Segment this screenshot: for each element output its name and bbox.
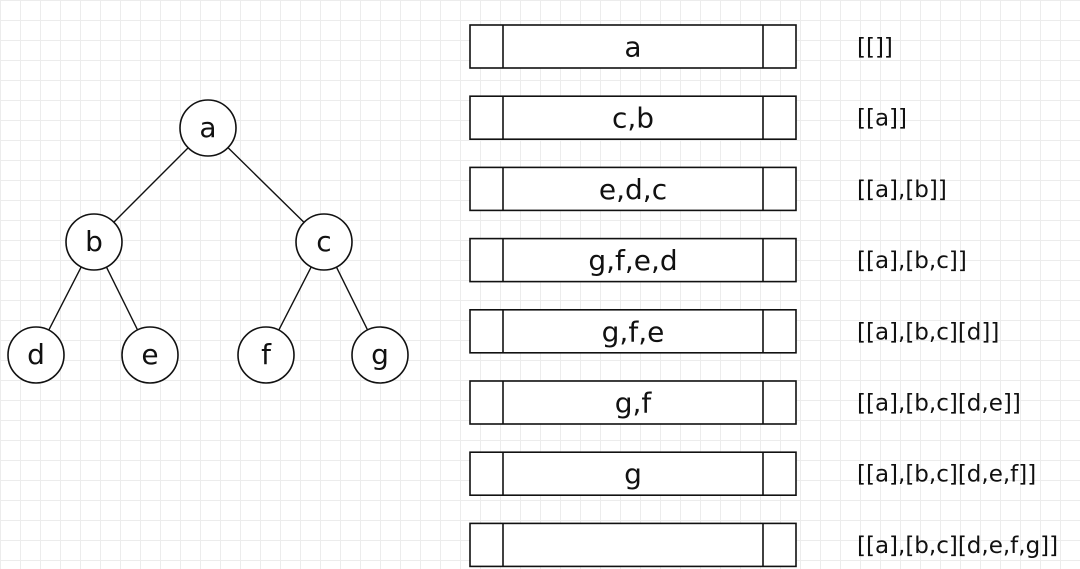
tree-node-f: f <box>237 326 295 384</box>
queue-contents: e,d,c <box>599 173 667 206</box>
tree-node-label: b <box>85 225 103 258</box>
queue-box <box>469 308 797 354</box>
tree-node-label: e <box>141 338 158 371</box>
result-list: [[a],[b,c][d,e,f]] <box>857 462 1036 488</box>
tree-edges <box>48 147 369 331</box>
bfs-step: a [[]] <box>469 24 893 69</box>
tree-edge-c-f <box>278 266 312 331</box>
queue-box <box>469 95 797 140</box>
bfs-step: g,f,e,d [[a],[b,c]] <box>469 237 967 283</box>
tree-node-circle <box>351 326 409 384</box>
bfs-steps: a [[]] c,b [[a]] e,d,c [[a],[b]] g,f,e,d [[a],[… <box>469 24 1058 568</box>
tree-nodes: a b c d e f g <box>7 99 409 384</box>
queue-box <box>469 451 797 497</box>
queue-box <box>469 380 797 425</box>
tree-node-e: e <box>121 326 179 384</box>
tree-node-label: g <box>371 338 389 371</box>
bfs-step: [[a],[b,c][d,e,f,g]] <box>469 522 1058 568</box>
queue-contents: g <box>624 458 642 491</box>
tree-node-label: d <box>27 338 45 371</box>
bfs-step: e,d,c [[a],[b]] <box>469 166 947 212</box>
result-list: [[a]] <box>857 106 907 132</box>
tree-node-b: b <box>65 213 123 271</box>
tree-node-label: c <box>316 225 331 258</box>
result-list: [[a],[b,c][d]] <box>857 319 999 345</box>
tree-node-circle <box>65 213 123 271</box>
result-list: [[a],[b,c][d,e]] <box>857 391 1021 417</box>
bfs-step: g,f [[a],[b,c][d,e]] <box>469 380 1021 425</box>
queue-box <box>469 237 797 283</box>
queue-contents: g,f,e,d <box>588 244 677 277</box>
tree-edge-c-g <box>335 266 369 331</box>
tree-edge-a-c <box>227 147 305 223</box>
queue-contents: g,f,e <box>602 315 665 348</box>
bfs-step: c,b [[a]] <box>469 95 907 140</box>
result-list: [[a],[b,c]] <box>857 248 967 274</box>
binary-tree: a b c d e f g <box>7 99 409 384</box>
tree-node-a: a <box>179 99 237 157</box>
tree-node-c: c <box>295 213 353 271</box>
result-list: [[]] <box>857 35 893 61</box>
queue-box <box>469 24 797 69</box>
tree-node-circle <box>121 326 179 384</box>
tree-node-circle <box>179 99 237 157</box>
queue-box <box>469 166 797 212</box>
queue-contents: c,b <box>612 102 654 135</box>
queue-contents: g,f <box>615 387 653 420</box>
tree-node-label: a <box>199 111 216 144</box>
bfs-step: g,f,e [[a],[b,c][d]] <box>469 308 999 354</box>
tree-node-g: g <box>351 326 409 384</box>
result-list: [[a],[b,c][d,e,f,g]] <box>857 533 1058 559</box>
tree-node-circle <box>237 326 295 384</box>
tree-edge-b-d <box>48 266 82 331</box>
tree-edge-b-e <box>105 266 139 331</box>
tree-node-circle <box>295 213 353 271</box>
tree-node-label: f <box>261 338 272 371</box>
queue-box <box>469 522 797 568</box>
tree-node-d: d <box>7 326 65 384</box>
result-list: [[a],[b]] <box>857 177 947 203</box>
bfs-step: g [[a],[b,c][d,e,f]] <box>469 451 1036 497</box>
queue-contents: a <box>624 31 641 64</box>
tree-edge-a-b <box>113 147 189 223</box>
tree-node-circle <box>7 326 65 384</box>
